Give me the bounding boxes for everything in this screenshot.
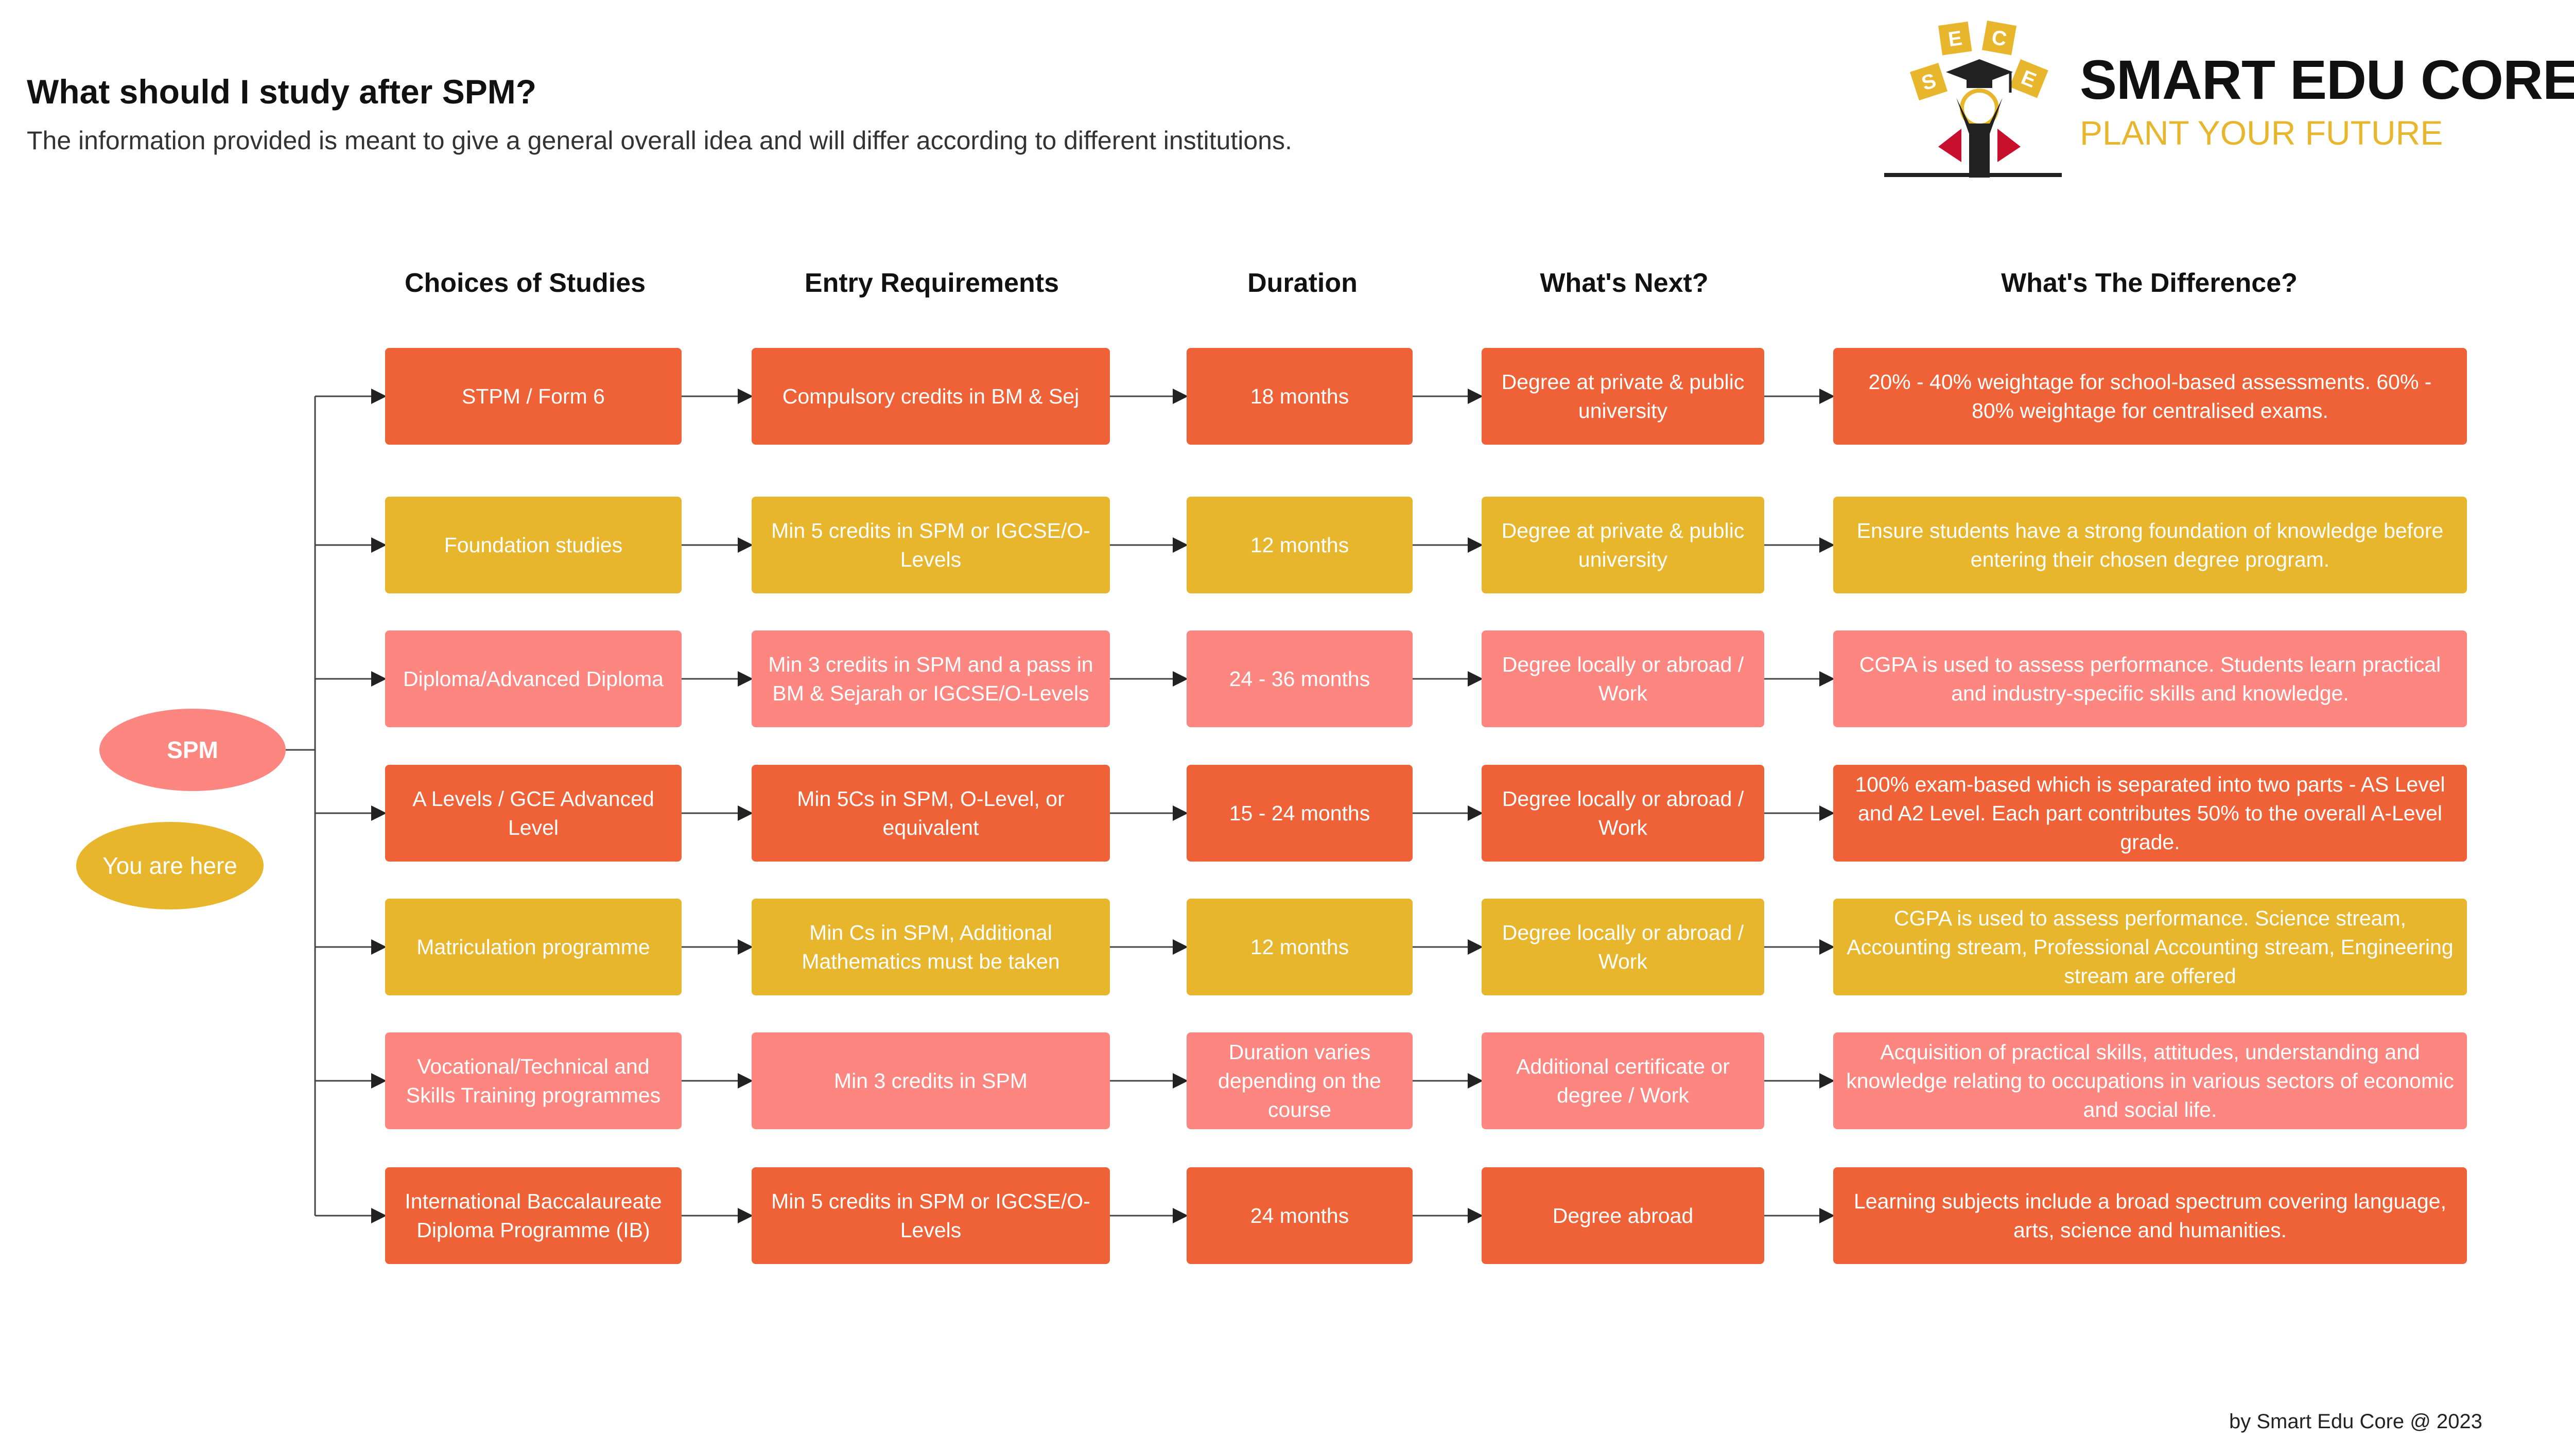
row-7-choice-box: International Baccalaureate Diploma Prog… — [385, 1167, 682, 1264]
row-2-choice-box: Foundation studies — [385, 497, 682, 593]
row-3-requirement-box: Min 3 credits in SPM and a pass in BM & … — [752, 630, 1110, 727]
row-6-difference-box: Acquisition of practical skills, attitud… — [1833, 1032, 2467, 1129]
row-6-choice-box: Vocational/Technical and Skills Training… — [385, 1032, 682, 1129]
row-5-choice-box: Matriculation programme — [385, 899, 682, 995]
row-1-difference-box: 20% - 40% weightage for school-based ass… — [1833, 348, 2467, 445]
row-1-duration-box: 18 months — [1187, 348, 1413, 445]
row-5-requirement-box: Min Cs in SPM, Additional Mathematics mu… — [752, 899, 1110, 995]
column-header-entry-requirements: Entry Requirements — [804, 268, 1059, 298]
row-6-next-box: Additional certificate or degree / Work — [1482, 1032, 1764, 1129]
row-4-requirement-box: Min 5Cs in SPM, O-Level, or equivalent — [752, 765, 1110, 862]
row-1-requirement-box: Compulsory credits in BM & Sej — [752, 348, 1110, 445]
row-7-requirement-box: Min 5 credits in SPM or IGCSE/O-Levels — [752, 1167, 1110, 1264]
logo-letter-e1: E — [1947, 27, 1964, 51]
row-3-difference-box: CGPA is used to assess performance. Stud… — [1833, 630, 2467, 727]
row-6-duration-box: Duration varies depending on the course — [1187, 1032, 1413, 1129]
row-7-duration-box: 24 months — [1187, 1167, 1413, 1264]
column-header-whats-next: What's Next? — [1540, 268, 1709, 298]
row-1-choice-box: STPM / Form 6 — [385, 348, 682, 445]
row-5-next-box: Degree locally or abroad / Work — [1482, 899, 1764, 995]
row-5-duration-box: 12 months — [1187, 899, 1413, 995]
row-2-difference-box: Ensure students have a strong foundation… — [1833, 497, 2467, 593]
row-2-duration-box: 12 months — [1187, 497, 1413, 593]
row-3-next-box: Degree locally or abroad / Work — [1482, 630, 1764, 727]
page-subtitle: The information provided is meant to giv… — [27, 126, 1292, 155]
row-7-next-box: Degree abroad — [1482, 1167, 1764, 1264]
row-7-difference-box: Learning subjects include a broad spectr… — [1833, 1167, 2467, 1264]
row-5-difference-box: CGPA is used to assess performance. Scie… — [1833, 899, 2467, 995]
brand-name: SMART EDU CORE — [2080, 48, 2574, 111]
row-4-choice-box: A Levels / GCE Advanced Level — [385, 765, 682, 862]
smart-edu-core-logo-icon: S E C E — [1884, 20, 2062, 178]
column-header-duration: Duration — [1247, 268, 1358, 298]
row-4-next-box: Degree locally or abroad / Work — [1482, 765, 1764, 862]
row-1-next-box: Degree at private & public university — [1482, 348, 1764, 445]
brand-tagline: PLANT YOUR FUTURE — [2080, 114, 2443, 152]
row-2-requirement-box: Min 5 credits in SPM or IGCSE/O-Levels — [752, 497, 1110, 593]
row-6-requirement-box: Min 3 credits in SPM — [752, 1032, 1110, 1129]
row-2-next-box: Degree at private & public university — [1482, 497, 1764, 593]
you-are-here-badge: You are here — [76, 822, 264, 909]
row-4-duration-box: 15 - 24 months — [1187, 765, 1413, 862]
row-3-duration-box: 24 - 36 months — [1187, 630, 1413, 727]
column-header-choices: Choices of Studies — [404, 268, 646, 298]
row-4-difference-box: 100% exam-based which is separated into … — [1833, 765, 2467, 862]
column-header-difference: What's The Difference? — [2001, 268, 2298, 298]
footer-credit: by Smart Edu Core @ 2023 — [2229, 1410, 2482, 1433]
row-3-choice-box: Diploma/Advanced Diploma — [385, 630, 682, 727]
spm-node: SPM — [99, 709, 286, 791]
page-title: What should I study after SPM? — [27, 73, 537, 111]
